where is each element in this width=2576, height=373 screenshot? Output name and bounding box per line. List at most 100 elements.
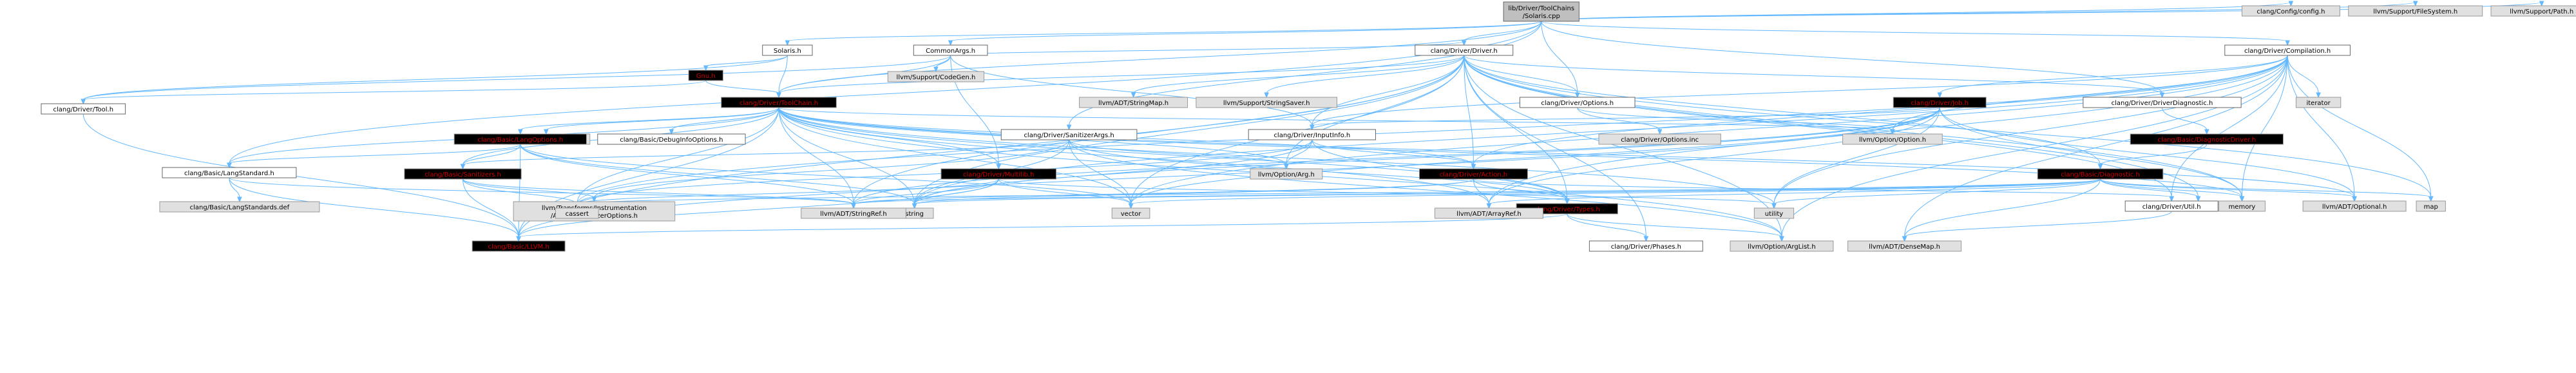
node-driverdiag-h[interactable]: clang/Driver/DriverDiagnostic.h — [2083, 97, 2242, 108]
edge-diagnostic-h-to-optional-h — [2100, 178, 2357, 202]
edge-inputinfo-h-to-arg-h — [1284, 139, 1313, 170]
node-label: llvm/Support/StringSaver.h — [1223, 100, 1310, 107]
node-optional-h[interactable]: llvm/ADT/Optional.h — [2302, 200, 2407, 212]
edge-job-h-to-inputinfo-h — [1310, 107, 1940, 131]
node-box — [887, 71, 985, 82]
edge-commonargs-h-to-codegen-h — [933, 55, 951, 73]
node-phases-h[interactable]: clang/Driver/Phases.h — [1589, 240, 1703, 252]
edge-compilation-h-to-util-h — [2169, 55, 2288, 202]
node-densemap-h[interactable]: llvm/ADT/DenseMap.h — [1847, 240, 1962, 252]
node-gnu-h[interactable]: Gnu.h — [688, 70, 723, 81]
node-label: iterator — [2306, 100, 2331, 107]
node-sanitizerargs-h[interactable]: clang/Driver/SanitizerArgs.h — [1000, 129, 1138, 140]
node-box — [2416, 200, 2446, 212]
node-box — [1248, 129, 1376, 140]
node-driver-h[interactable]: clang/Driver/Driver.h — [1415, 44, 1514, 56]
node-filesystem-h[interactable]: llvm/Support/FileSystem.h — [2348, 5, 2483, 17]
node-box — [1730, 240, 1834, 252]
edge-langoptions-h-to-string — [520, 144, 917, 209]
edge-root-to-solaris-h — [785, 21, 1542, 46]
node-solaris-h[interactable]: Solaris.h — [762, 44, 813, 56]
node-box — [1000, 129, 1138, 140]
node-arrayref-h[interactable]: llvm/ADT/ArrayRef.h — [1434, 207, 1543, 219]
node-box — [801, 207, 906, 219]
node-action-h[interactable]: clang/Driver/Action.h — [1418, 168, 1528, 180]
node-arglist-h[interactable]: llvm/Option/ArgList.h — [1730, 240, 1834, 252]
node-multilib-h[interactable]: clang/Driver/Multilib.h — [940, 168, 1057, 180]
edge-root-to-options-h — [1541, 21, 1580, 99]
edge-gnu-h-to-toolchain-h — [705, 80, 781, 99]
node-path-h[interactable]: llvm/Support/Path.h — [2490, 5, 2576, 17]
node-stringref-h[interactable]: llvm/ADT/StringRef.h — [801, 207, 906, 219]
node-box — [940, 168, 1057, 180]
node-label: clang/Driver/Options.inc — [1621, 137, 1699, 144]
node-box — [913, 44, 988, 56]
edge-driver-h-to-driverdiag-h — [1464, 55, 2165, 99]
edge-job-h-to-llvm-h — [516, 107, 1940, 242]
node-llvm-h[interactable]: clang/Basic/LLVM.h — [472, 240, 566, 252]
node-job-h[interactable]: clang/Driver/Job.h — [1893, 97, 1987, 108]
node-toolchain-h[interactable]: clang/Driver/ToolChain.h — [721, 97, 837, 108]
edge-types-h-to-arglist-h — [1567, 213, 1784, 242]
node-label: clang/Driver/Types.h — [1534, 206, 1600, 213]
node-options-inc[interactable]: clang/Driver/Options.inc — [1598, 133, 1721, 145]
node-compilation-h[interactable]: clang/Driver/Compilation.h — [2224, 44, 2351, 56]
node-option-h[interactable]: llvm/Option/Option.h — [1842, 133, 1943, 145]
node-label: llvm/ADT/StringRef.h — [820, 211, 886, 218]
edge-types-h-to-phases-h — [1567, 213, 1649, 242]
node-box — [2083, 97, 2242, 108]
node-vector[interactable]: vector — [1111, 207, 1150, 219]
node-label: clang/Driver/Phases.h — [1611, 244, 1681, 251]
node-debuginfo-h[interactable]: clang/Basic/DebugInfoOptions.h — [597, 133, 746, 145]
edge-solaris-h-to-toolchain-h — [776, 55, 788, 99]
node-box — [404, 168, 522, 180]
node-config-h[interactable]: clang/Config/config.h — [2241, 5, 2340, 17]
node-langstandards-def[interactable]: clang/Basic/LangStandards.def — [159, 201, 320, 213]
node-label: vector — [1121, 211, 1142, 218]
node-map[interactable]: map — [2416, 200, 2446, 212]
node-label: clang/Driver/Util.h — [2142, 204, 2201, 211]
edge-driver-h-to-diagnostic-h — [1464, 55, 2103, 170]
node-label: llvm/Support/CodeGen.h — [897, 74, 976, 81]
node-sanitizers-h[interactable]: clang/Basic/Sanitizers.h — [404, 168, 522, 180]
edge-driverdiag-h-to-diagdriver-h — [2161, 107, 2209, 135]
node-langoptions-h[interactable]: clang/Basic/LangOptions.h — [453, 133, 587, 145]
node-label: map — [2424, 204, 2438, 211]
node-root[interactable]: lib/Driver/ToolChains/Solaris.cpp — [1503, 1, 1579, 22]
node-label: /Solaris.cpp — [1523, 13, 1560, 20]
edge-solaris-h-to-tool-h — [81, 55, 788, 105]
node-langstandard-h[interactable]: clang/Basic/LangStandard.h — [162, 167, 297, 178]
node-stringsaver-h[interactable]: llvm/Support/StringSaver.h — [1196, 97, 1337, 108]
edge-sanitizerargs-h-to-sanitizers-h — [460, 139, 1070, 170]
node-iterator[interactable]: iterator — [2295, 97, 2342, 108]
node-label: clang/Driver/Multilib.h — [963, 171, 1034, 178]
node-label: llvm/ADT/ArrayRef.h — [1456, 211, 1522, 218]
node-util-h[interactable]: clang/Driver/Util.h — [2124, 200, 2218, 212]
node-box — [2348, 5, 2483, 17]
node-box — [162, 167, 297, 178]
node-box — [597, 133, 746, 145]
node-label: llvm/Support/Path.h — [2510, 8, 2573, 15]
node-label: clang/Basic/LLVM.h — [488, 244, 549, 251]
node-options-h[interactable]: clang/Driver/Options.h — [1519, 97, 1636, 108]
node-diagdriver-h[interactable]: clang/Basic/DiagnosticDriver.h — [2130, 133, 2284, 145]
node-label: clang/Driver/InputInfo.h — [1274, 132, 1350, 139]
node-utility[interactable]: utility — [1753, 207, 1795, 219]
node-cassert[interactable]: cassert — [555, 207, 599, 219]
node-arg-h[interactable]: llvm/Option/Arg.h — [1250, 168, 1323, 180]
edge-action-h-to-util-h — [1473, 178, 2174, 202]
edge-action-h-to-types-h — [1473, 178, 1570, 205]
node-diagnostic-h[interactable]: clang/Basic/Diagnostic.h — [2037, 168, 2164, 180]
node-box — [2302, 200, 2407, 212]
node-label: llvm/ADT/Optional.h — [2322, 204, 2387, 211]
node-label: clang/Driver/Job.h — [1911, 100, 1969, 107]
node-commonargs-h[interactable]: CommonArgs.h — [913, 44, 988, 56]
edge-types-h-to-llvm-h — [516, 213, 1568, 242]
node-inputinfo-h[interactable]: clang/Driver/InputInfo.h — [1248, 129, 1376, 140]
node-stringmap-h[interactable]: llvm/ADT/StringMap.h — [1079, 97, 1188, 108]
node-codegen-h[interactable]: llvm/Support/CodeGen.h — [887, 71, 985, 82]
node-box — [1434, 207, 1543, 219]
node-box — [1893, 97, 1987, 108]
node-tool-h[interactable]: clang/Driver/Tool.h — [41, 103, 126, 115]
node-memory[interactable]: memory — [2218, 200, 2266, 212]
